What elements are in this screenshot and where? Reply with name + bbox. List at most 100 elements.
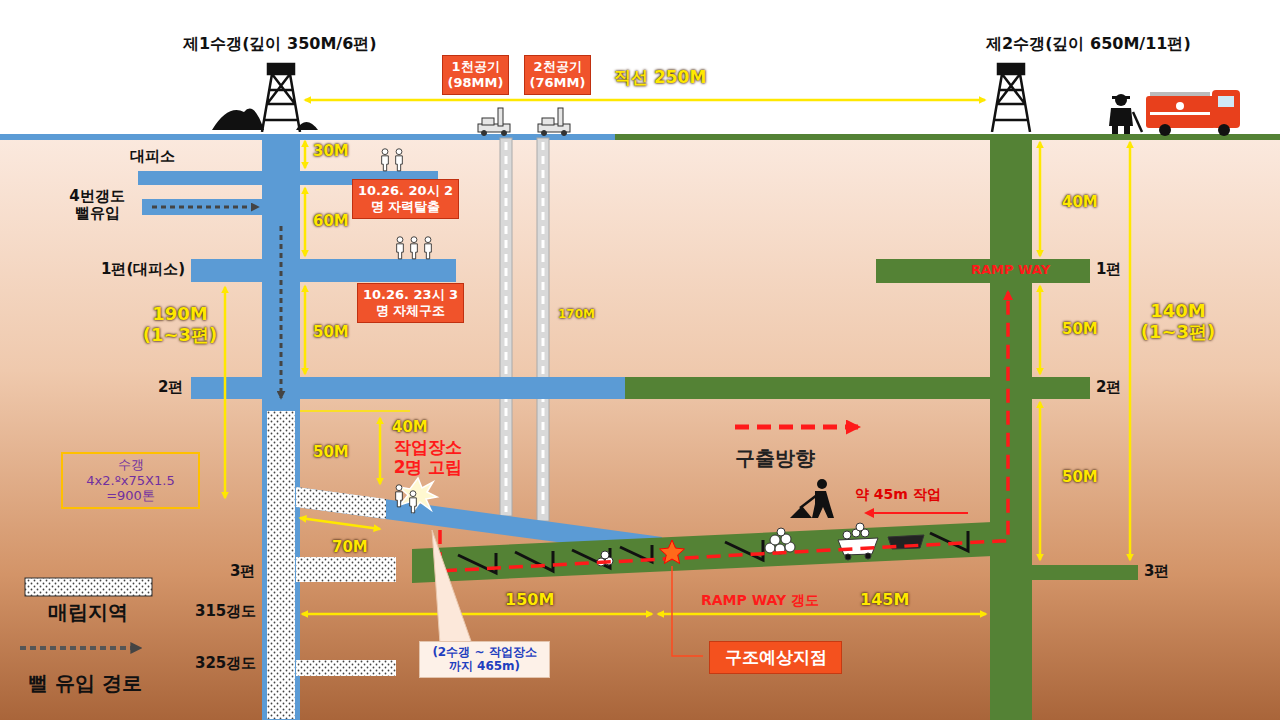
yellow-dimensions [304,188,307,256]
rock-piles [601,551,609,559]
surface-icons [212,109,264,130]
fire-truck-icon [1218,96,1234,107]
people-icons [396,149,403,171]
firefighter-icon [1109,108,1133,126]
map-label: 제1수갱(깊이 350M/6편) [183,35,377,53]
rescue-point-star [660,540,703,656]
rescue-point-star [660,540,685,564]
map-label: 190M (1~3편) [139,304,221,345]
firefighter-icon [1115,94,1127,106]
legend-text: 뻘 유입 경로 [28,670,142,697]
rock-piles [856,523,864,531]
boreholes [542,142,545,517]
rescue-route [440,292,1008,571]
yellow-dimensions [304,286,307,374]
surface-icons [478,108,510,136]
box-text: (2수갱 ~ 작업장소 까지 465m) [426,645,544,674]
shaft-two [1032,565,1138,580]
legend-samples [20,646,140,650]
people-icons [411,237,418,259]
mud-inflow-arrows [152,206,258,209]
shaft-one [266,410,296,720]
mud-inflow-arrows [280,226,283,398]
map-label: 구출방향 [735,447,815,470]
mud-inflow-arrows [152,207,281,398]
shaft-one [296,557,396,582]
rescue-route [735,425,858,430]
map-label: 30M [313,143,349,160]
fire-truck-icon [1159,124,1171,136]
yellow-dimensions [1129,142,1132,560]
fire-truck-icon [1212,90,1240,128]
map-label: RAMP WAY 갱도 [701,592,819,608]
map-label: 140M (1~3편) [1137,301,1219,342]
shaft-one [296,660,396,676]
map-label: 50M [1062,469,1098,486]
info-box: 10.26. 20시 2명 자력탈출 [352,179,459,219]
map-label: 70M [332,539,368,556]
map-label: 대피소 [130,148,175,165]
boreholes [500,138,549,521]
map-label: 제2수갱(깊이 650M/11편) [986,35,1191,53]
box-text: 10.26. 20시 2명 자력탈출 [358,183,454,214]
miner-icon [790,479,834,518]
box-text: 구조예상지점 [724,647,827,667]
yellow-dimensions [302,613,652,616]
fire-truck-icon [1150,112,1210,115]
shaft-one [191,259,456,282]
info-box: 구조예상지점 [709,641,842,674]
legend-samples [20,578,152,648]
ground [615,134,1280,140]
shaft-two [412,138,1138,720]
map-label: 150M [505,591,554,609]
map-label: 직선 250M [614,68,706,88]
yellow-dimensions [224,287,227,498]
people-icons [382,149,389,171]
shaft-two [990,138,1032,720]
shaft-one [191,377,625,399]
map-label: 4번갱도 뻘유입 [61,188,133,223]
miner-icon [817,479,827,489]
box-text: 2천공기 (76MM) [530,59,586,90]
yellow-dimensions [1039,402,1042,560]
yellow-dimensions [658,613,986,616]
surface-icons [538,108,570,136]
collapse-burst [399,478,437,512]
shaft-two [876,259,1090,283]
yellow-dimensions [305,99,985,102]
yellow-dimensions [300,518,380,529]
map-label: 3편 [1144,563,1169,580]
yellow-dimensions [225,100,1130,614]
miner-icon [790,506,812,518]
callout-pointer [432,530,472,644]
surface-icons [212,64,1240,136]
rock-piles [865,553,871,559]
map-label: 2편 [158,379,183,396]
firefighter-icon [1133,112,1142,132]
yellow-dimensions [300,410,410,412]
firefighter-icon [1109,94,1142,134]
map-label: RAMP WAY [971,263,1050,278]
people-icons [397,237,404,259]
box-text: 10.26. 23시 3명 자체구조 [363,287,459,318]
conveyor-wedges [930,531,968,551]
map-label: 50M [1062,321,1098,338]
rescue-route [440,292,1008,571]
map-label: 50M [313,324,349,341]
map-label: 2편 [1096,379,1121,396]
info-box: 수갱4x2.ºx75X1.5 =900톤 [61,452,200,509]
fire-truck-icon [1146,90,1240,136]
ground [0,134,615,140]
firefighter-icon [1112,96,1130,99]
shaft-one [262,138,300,720]
box-text: 수갱 [72,457,190,473]
boreholes [537,138,549,521]
fire-truck-icon [1146,96,1216,128]
ground [0,134,1280,720]
map-label: 약 45m 작업 [855,486,941,502]
yellow-dimensions [1039,142,1042,256]
shaft-one [296,487,386,519]
